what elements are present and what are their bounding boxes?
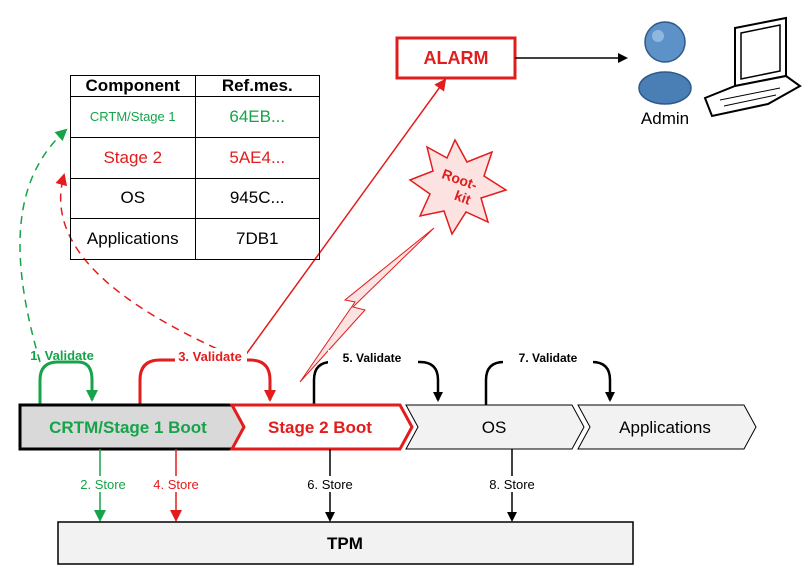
rootkit-lightning (299, 227, 435, 383)
table-row: CRTM/Stage 1 64EB... (70, 96, 320, 138)
alarm-trigger-arrow (241, 78, 447, 361)
validate-1-dashed-arrow (19, 128, 68, 363)
alarm-label: ALARM (424, 48, 489, 68)
store-4-label: 4. Store (153, 477, 199, 492)
validate-3-label: 3. Validate (178, 349, 242, 364)
validate-5-label: 5. Validate (343, 351, 402, 365)
validate-3-loop (138, 358, 276, 405)
store-8-label: 8. Store (489, 477, 535, 492)
table-row: Applications 7DB1 (70, 218, 320, 260)
table-header-row: Component Ref.mes. (70, 75, 320, 97)
tpm-label: TPM (327, 534, 363, 553)
rootkit-label-line2: kit (452, 187, 473, 208)
column-header-component: Component (70, 75, 196, 97)
validate-7-loop (484, 360, 615, 405)
cell-component: Stage 2 (70, 136, 196, 179)
stage-applications-box (577, 404, 757, 450)
validate-5-loop (312, 360, 443, 405)
table-row: OS 945C... (70, 177, 320, 220)
admin-label: Admin (641, 109, 689, 128)
cell-ref: 7DB1 (194, 218, 320, 260)
stage-2-box (229, 403, 414, 451)
reference-measurements-table: Component Ref.mes. CRTM/Stage 1 64EB... … (70, 75, 320, 260)
cell-ref: 64EB... (194, 96, 320, 138)
cell-component: Applications (70, 218, 196, 260)
stage-crtm-label: CRTM/Stage 1 Boot (49, 418, 207, 437)
stage-os-box (405, 404, 585, 450)
cell-component: CRTM/Stage 1 (70, 96, 196, 138)
cell-component: OS (70, 177, 196, 220)
store-2-label: 2. Store (80, 477, 126, 492)
store-6-label: 6. Store (307, 477, 353, 492)
laptop-icon (703, 16, 802, 118)
table-row: Stage 2 5AE4... (70, 136, 320, 179)
column-header-ref: Ref.mes. (194, 75, 320, 97)
validate-7-label: 7. Validate (519, 351, 578, 365)
alarm-box (395, 36, 517, 80)
cell-ref: 945C... (194, 177, 320, 220)
stage-applications-label: Applications (619, 418, 711, 437)
validate-1-label: 1. Validate (30, 348, 94, 363)
stage-2-label: Stage 2 Boot (268, 418, 372, 437)
admin-person-icon (638, 21, 692, 105)
rootkit-star (408, 138, 508, 236)
tpm-box (57, 521, 634, 565)
stage-os-label: OS (482, 418, 507, 437)
cell-ref: 5AE4... (194, 136, 320, 179)
validate-1-loop (38, 360, 98, 405)
